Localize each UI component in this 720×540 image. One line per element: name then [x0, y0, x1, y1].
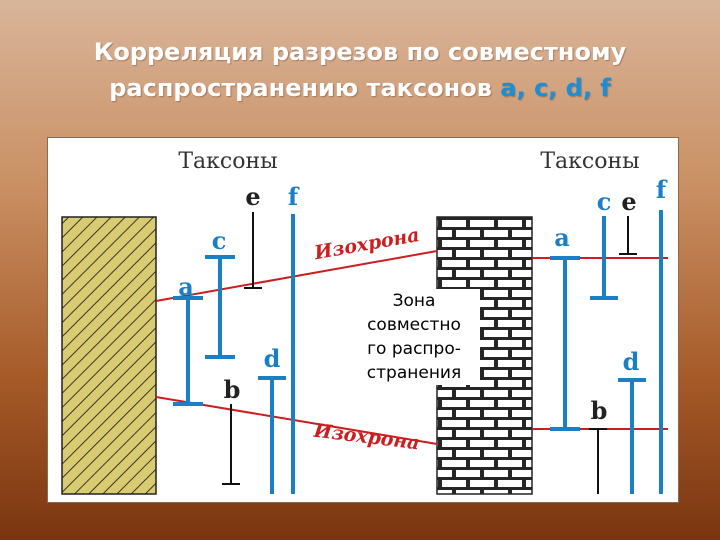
right-taxon-b-label: b [591, 396, 608, 425]
right-taxon-a-label: a [554, 223, 570, 252]
isochron-upper-left [155, 250, 438, 302]
left-taxon-f-label: f [288, 182, 300, 211]
diagram-canvas: Таксоны Таксоны a c e f b [61, 149, 668, 495]
zone-line: Зона [392, 291, 436, 311]
left-taxa-header: Таксоны [178, 149, 277, 174]
right-taxon-d-range [618, 378, 646, 494]
left-taxon-a-label: a [178, 272, 194, 301]
right-taxon-c-range [590, 216, 618, 300]
left-section-column [61, 216, 157, 495]
right-taxon-f-label: f [656, 175, 668, 204]
isochron-lower-label: Изохрона [312, 420, 421, 455]
left-taxon-b-range [222, 404, 240, 485]
zone-line: го распро- [367, 339, 461, 359]
left-taxon-a-range [173, 296, 203, 406]
zone-line: странения [366, 363, 462, 383]
left-taxon-e-label: e [245, 182, 260, 211]
right-taxon-c-label: c [597, 187, 612, 216]
title-line-2-prefix: распространению таксонов [109, 74, 501, 102]
right-taxon-a-range [550, 256, 580, 431]
correlation-diagram: Таксоны Таксоны a c e f b [47, 137, 679, 503]
right-taxa-header: Таксоны [540, 149, 639, 174]
title-taxa-list: a, c, d, f [500, 74, 611, 102]
title-line-2: распространению таксонов a, c, d, f [0, 70, 720, 106]
slide-title: Корреляция разрезов по совместному распр… [0, 34, 720, 106]
left-taxon-d-range [258, 376, 286, 494]
left-taxon-c-label: c [212, 226, 227, 255]
coexistence-zone-label: Зона совместно го распро- странения [348, 289, 480, 385]
left-taxon-b-label: b [224, 375, 241, 404]
left-taxon-d-label: d [264, 344, 281, 373]
title-line-1: Корреляция разрезов по совместному [93, 38, 627, 66]
right-taxon-d-label: d [623, 347, 640, 376]
right-taxon-e-range [619, 216, 637, 255]
zone-line: совместно [367, 315, 461, 335]
right-taxon-e-label: e [621, 187, 636, 216]
left-taxon-c-range [205, 255, 235, 359]
right-taxon-b-range [589, 428, 607, 494]
left-taxon-e-range [244, 212, 262, 289]
isochron-upper-label: Изохрона [312, 224, 421, 264]
